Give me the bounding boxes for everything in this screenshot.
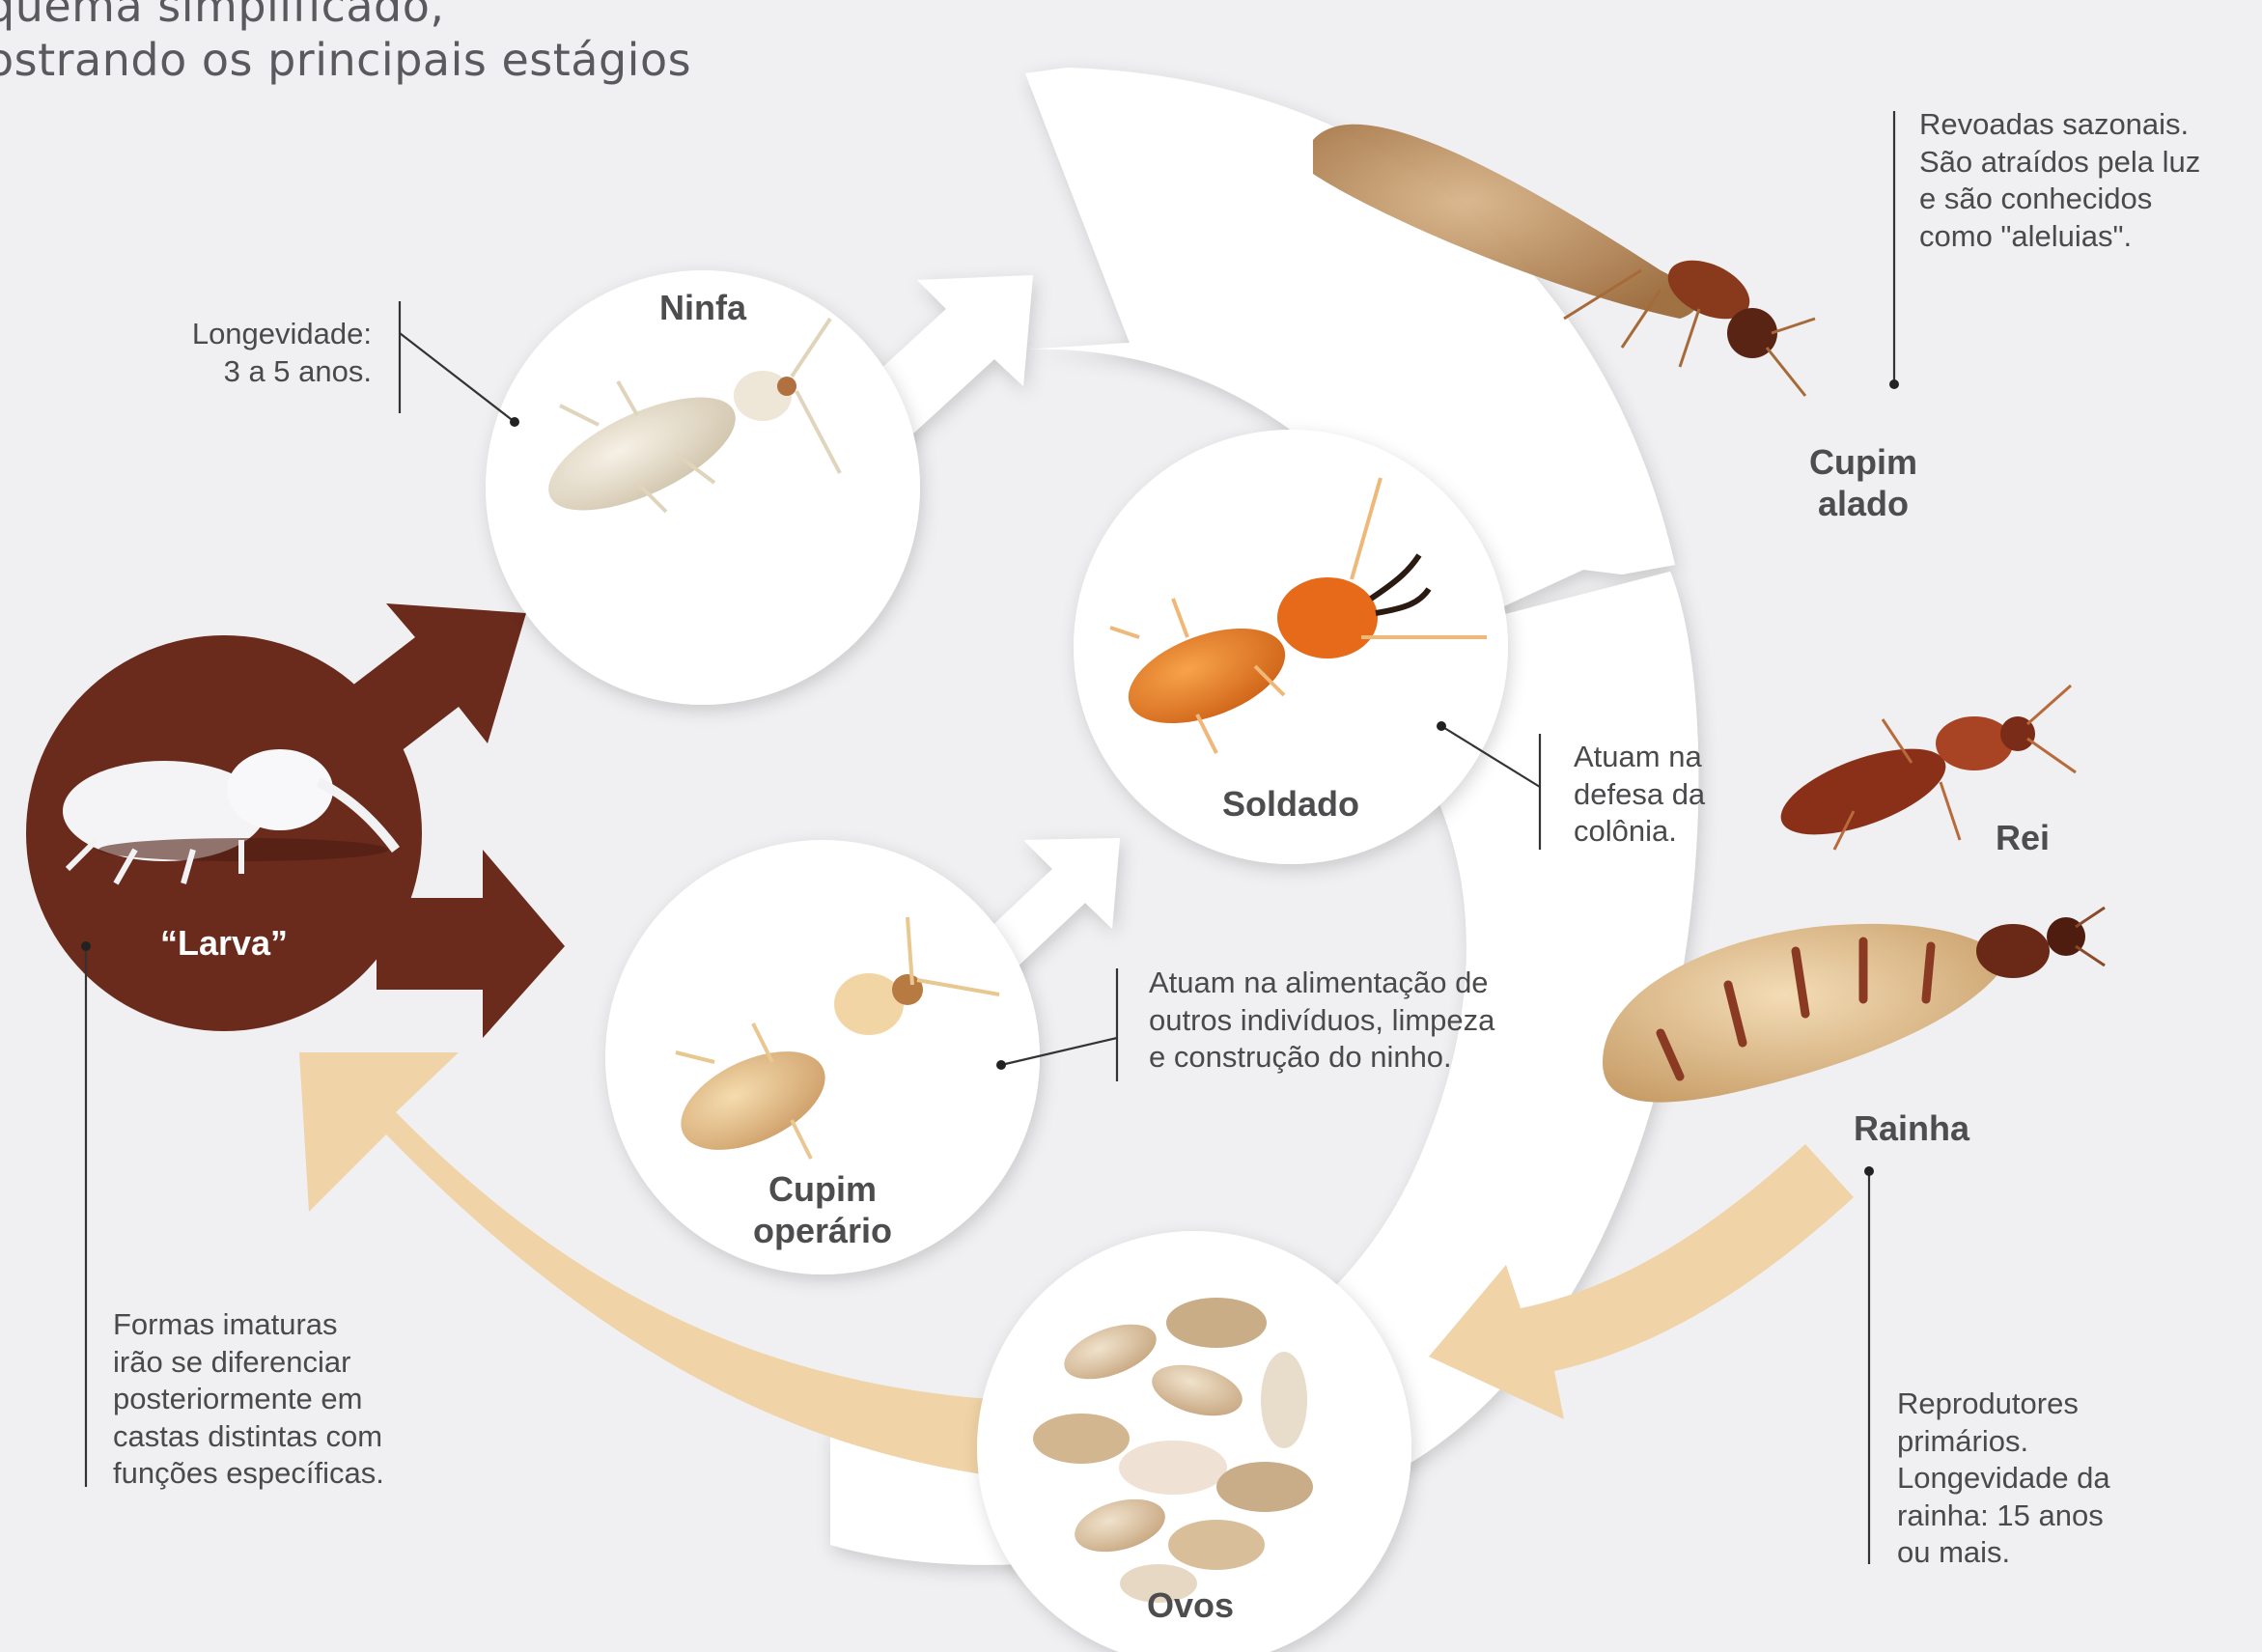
note-larva: Formas imaturas irão se diferenciar post… xyxy=(113,1306,432,1493)
note-operario: Atuam na alimentação de outros indivíduo… xyxy=(1149,965,1554,1077)
header-line-2: ostrando os principais estágios xyxy=(0,33,691,87)
note-reprodutores: Reprodutores primários. Longevidade da r… xyxy=(1897,1386,2187,1572)
label-cupim-operario: Cupim operário xyxy=(726,1168,919,1251)
label-rei: Rei xyxy=(1974,817,2071,858)
note-soldado: Atuam na defesa da colônia. xyxy=(1574,739,1767,851)
note-alado: Revoadas sazonais. São atraídos pela luz… xyxy=(1919,106,2248,255)
header-line-1: quema simplificado, xyxy=(0,0,691,33)
label-larva: “Larva” xyxy=(127,922,321,964)
note-ninfa-longevity: Longevidade: 3 a 5 anos. xyxy=(126,316,372,390)
label-soldado: Soldado xyxy=(1194,783,1387,825)
label-rainha: Rainha xyxy=(1815,1107,2008,1149)
label-cupim-alado: Cupim alado xyxy=(1767,441,1960,524)
header: quema simplificado, ostrando os principa… xyxy=(0,0,691,87)
label-ninfa: Ninfa xyxy=(606,287,799,328)
label-ovos: Ovos xyxy=(1094,1584,1287,1626)
